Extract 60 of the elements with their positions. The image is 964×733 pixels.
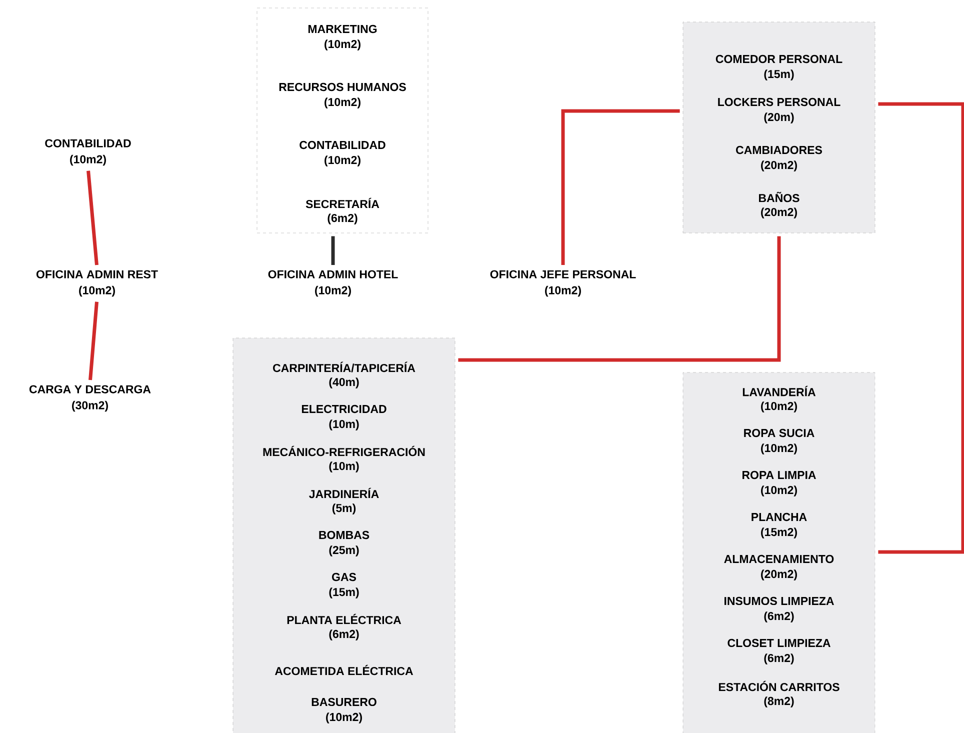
room-label: COMEDOR PERSONAL	[716, 54, 842, 64]
connector-line	[86, 170, 98, 266]
room-label: ALMACENAMIENTO	[724, 554, 834, 564]
room-label: (15m)	[764, 70, 794, 80]
room-label: (6m2)	[764, 654, 794, 664]
room-label: GAS	[332, 572, 356, 582]
connector-line	[561, 109, 680, 265]
connector-line	[878, 102, 964, 554]
room-label: CONTABILIDAD	[300, 140, 386, 150]
room-label: ROPA LIMPIA	[742, 470, 816, 480]
room-label: OFICINA ADMIN HOTEL (10m2)	[268, 270, 398, 297]
room-label: (10m2)	[324, 156, 360, 166]
room-label: MECÁNICO-REFRIGERACIÓN	[263, 446, 425, 456]
room-label: (10m2)	[761, 486, 797, 496]
room-label: ACOMETIDA ELÉCTRICA	[274, 664, 413, 676]
room-label: (6m2)	[328, 214, 358, 224]
room-label: LAVANDERÍA	[742, 386, 816, 396]
room-label: OFICINA JEFE PERSONAL (10m2)	[490, 270, 636, 297]
room-label: (8m2)	[764, 696, 794, 708]
room-label: CLOSET LIMPIEZA	[728, 638, 830, 648]
room-label: ELECTRICIDAD	[302, 404, 386, 414]
room-label: MARKETING	[308, 24, 377, 34]
room-label: (10m)	[329, 420, 359, 430]
room-label: CARGA Y DESCARGA (30m2)	[29, 385, 151, 412]
room-label: (20m)	[764, 112, 794, 124]
room-label: (6m2)	[764, 612, 794, 622]
room-label: PLANTA ELÉCTRICA	[287, 614, 402, 624]
room-label: (10m2)	[324, 40, 360, 50]
room-label: RECURSOS HUMANOS	[279, 82, 406, 92]
room-label: LOCKERS PERSONAL	[718, 98, 840, 106]
connector-line	[331, 236, 335, 265]
room-label: (5m)	[332, 504, 356, 514]
room-label: ESTACIÓN CARRITOS	[718, 680, 840, 692]
room-label: BASURERO	[312, 698, 376, 706]
room-label: BAÑOS	[759, 192, 800, 202]
room-label: (15m2)	[761, 528, 797, 538]
room-label: (20m2)	[761, 160, 797, 172]
room-label: CAMBIADORES	[736, 146, 822, 154]
room-label: ROPA SUCIA	[744, 428, 814, 438]
room-label: (10m2)	[761, 444, 797, 454]
room-label: (15m)	[329, 588, 359, 598]
room-label: SECRETARÍA	[306, 198, 380, 208]
room-label: (40m)	[329, 378, 359, 388]
room-label: (10m2)	[324, 98, 360, 108]
room-label: BOMBAS	[319, 530, 370, 540]
room-label: (10m2)	[326, 712, 362, 724]
room-label: JARDINERÍA	[309, 488, 379, 498]
room-label: OFICINA ADMIN REST (10m2)	[36, 270, 158, 297]
room-label: PLANCHA	[752, 512, 807, 522]
room-label: (20m2)	[761, 570, 797, 580]
room-label: INSUMOS LIMPIEZA	[724, 596, 834, 606]
room-label: (10m2)	[761, 402, 797, 412]
connector-line	[88, 302, 98, 380]
room-label: (25m)	[329, 546, 359, 556]
room-label: (20m2)	[761, 208, 797, 218]
connector-line	[458, 236, 781, 362]
room-label: CARPINTERÍA/TAPICERÍA	[273, 362, 416, 372]
room-label: (10m)	[329, 462, 359, 472]
room-label: (6m2)	[329, 630, 359, 640]
room-label: CONTABILIDAD (10m2)	[45, 139, 131, 166]
